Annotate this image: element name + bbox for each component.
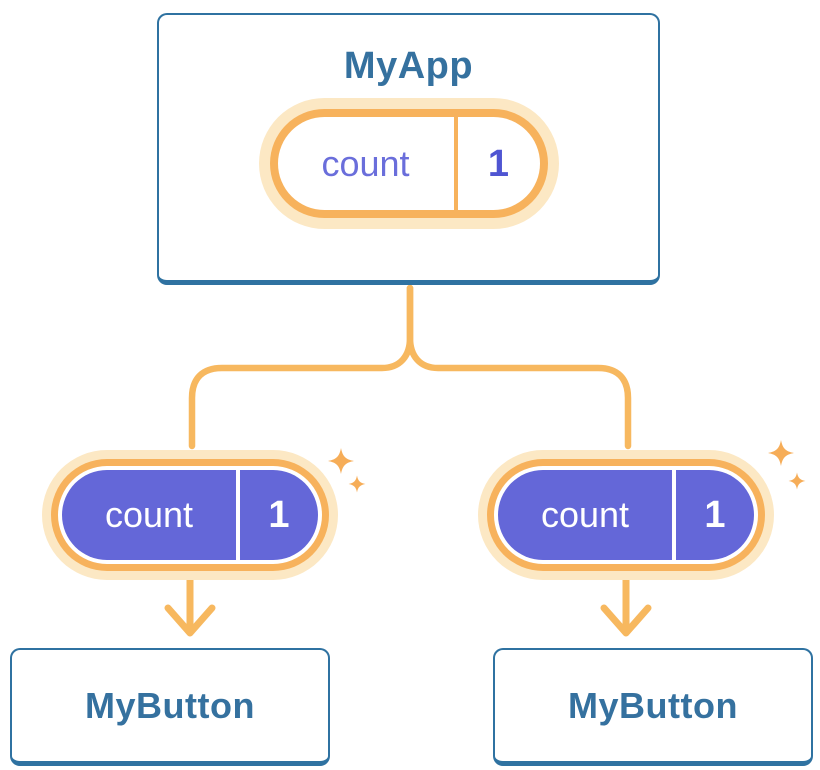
prop-pill-ring: count 1 [51, 459, 329, 571]
myapp-card: MyApp count 1 [157, 13, 660, 285]
prop-pill-label: count [104, 494, 194, 535]
mybutton-title: MyButton [85, 684, 255, 726]
prop-pill-label: count [540, 494, 630, 535]
prop-pill: count 1 [478, 450, 774, 580]
prop-pill: count 1 [42, 450, 338, 580]
state-pill-value: 1 [487, 142, 510, 185]
mybutton-card: MyButton [10, 648, 330, 766]
mybutton-card: MyButton [493, 648, 813, 766]
pill-divider [672, 470, 676, 560]
pill-divider [236, 470, 240, 560]
prop-pill-value: 1 [704, 494, 726, 536]
myapp-title: MyApp [343, 45, 474, 87]
state-pill-label: count [321, 142, 410, 184]
state-pill: count 1 [258, 98, 559, 229]
sparkle-icon [768, 440, 806, 490]
prop-pill-ring: count 1 [487, 459, 765, 571]
mybutton-title: MyButton [568, 684, 738, 726]
sparkle-icon [328, 448, 366, 493]
state-flow-connector [188, 284, 632, 450]
arrow-down-icon [164, 575, 216, 637]
arrow-down-icon [600, 575, 652, 637]
prop-pill-value: 1 [268, 494, 290, 536]
pill-divider [453, 117, 458, 210]
state-pill-ring: count 1 [269, 109, 548, 218]
